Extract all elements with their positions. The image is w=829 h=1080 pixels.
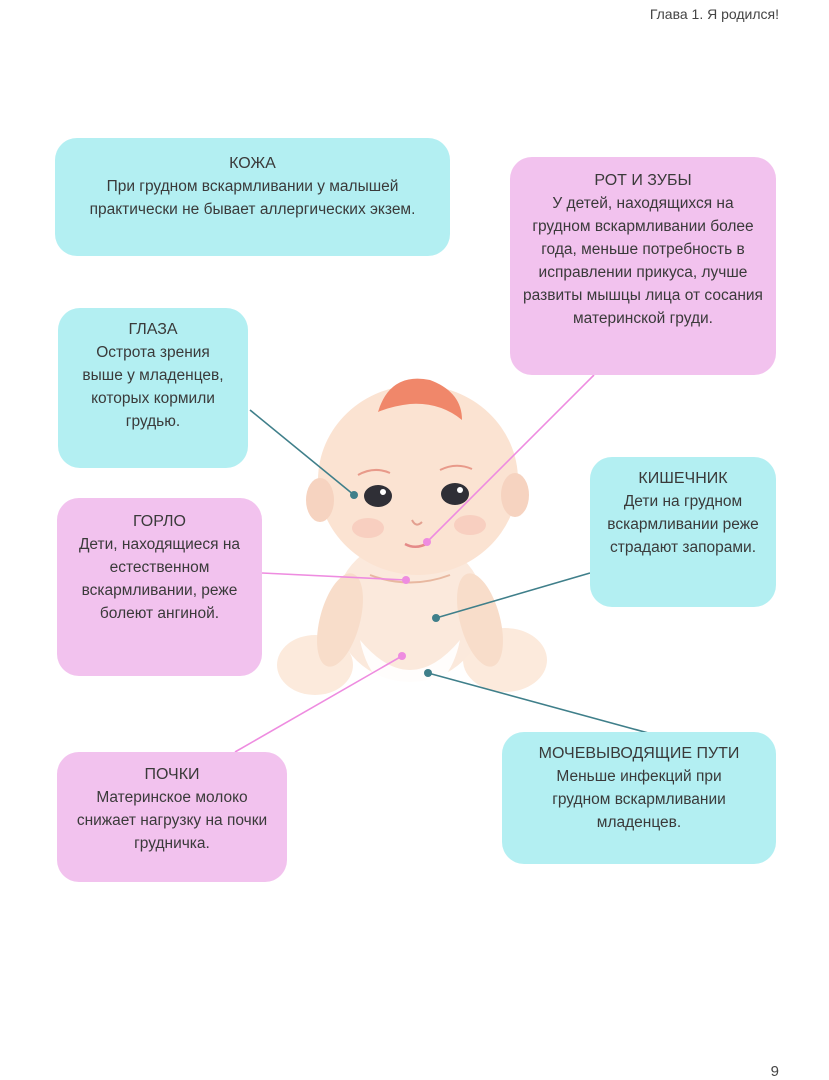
baby-hair: [378, 378, 462, 420]
page-number: 9: [770, 1063, 779, 1080]
mouth-teeth-box: РОТ И ЗУБЫ У детей, находящихся на грудн…: [510, 157, 776, 375]
baby-body: [335, 538, 485, 682]
throat-title: ГОРЛО: [133, 513, 186, 530]
eyes-text: Острота зрения выше у младенцев, которых…: [82, 344, 224, 430]
intestine-box: КИШЕЧНИК Дети на грудном вскармливании р…: [590, 457, 776, 607]
baby-right-ear: [501, 473, 529, 517]
skin-text: При грудном вскармливании у малышей прак…: [89, 178, 416, 218]
skin-box: КОЖА При грудном вскармливании у малышей…: [55, 138, 450, 256]
baby-left-ear: [306, 478, 334, 522]
baby-left-eye: [364, 485, 392, 507]
mouth-teeth-text: У детей, находящихся на грудном вскармли…: [523, 195, 763, 327]
mouth-teeth-title: РОТ И ЗУБЫ: [594, 172, 692, 189]
throat-text: Дети, находящиеся на естественном вскарм…: [78, 536, 241, 622]
intestine-title: КИШЕЧНИК: [638, 470, 728, 487]
urinary-tract-title: МОЧЕВЫВОДЯЩИЕ ПУТИ: [538, 745, 740, 762]
eyes-box: ГЛАЗА Острота зрения выше у младенцев, к…: [58, 308, 248, 468]
eyes-title: ГЛАЗА: [128, 321, 178, 338]
chapter-header: Глава 1. Я родился!: [649, 6, 779, 22]
urinary-tract-box: МОЧЕВЫВОДЯЩИЕ ПУТИ Меньше инфекций при г…: [502, 732, 776, 864]
skin-title: КОЖА: [229, 155, 276, 172]
kidneys-title: ПОЧКИ: [144, 766, 200, 783]
intestine-text: Дети на грудном вскармливании реже страд…: [607, 493, 759, 556]
kidneys-box: ПОЧКИ Материнское молоко снижает нагрузк…: [57, 752, 287, 882]
baby-right-arm: [457, 573, 503, 667]
urinary-tract-text: Меньше инфекций при грудном вскармливани…: [552, 768, 726, 831]
kidneys-text: Материнское молоко снижает нагрузку на п…: [76, 789, 268, 852]
throat-box: ГОРЛО Дети, находящиеся на естественном …: [57, 498, 262, 676]
baby-left-arm: [317, 573, 363, 667]
baby-diaper: [360, 640, 460, 695]
baby-right-eye: [441, 483, 469, 505]
